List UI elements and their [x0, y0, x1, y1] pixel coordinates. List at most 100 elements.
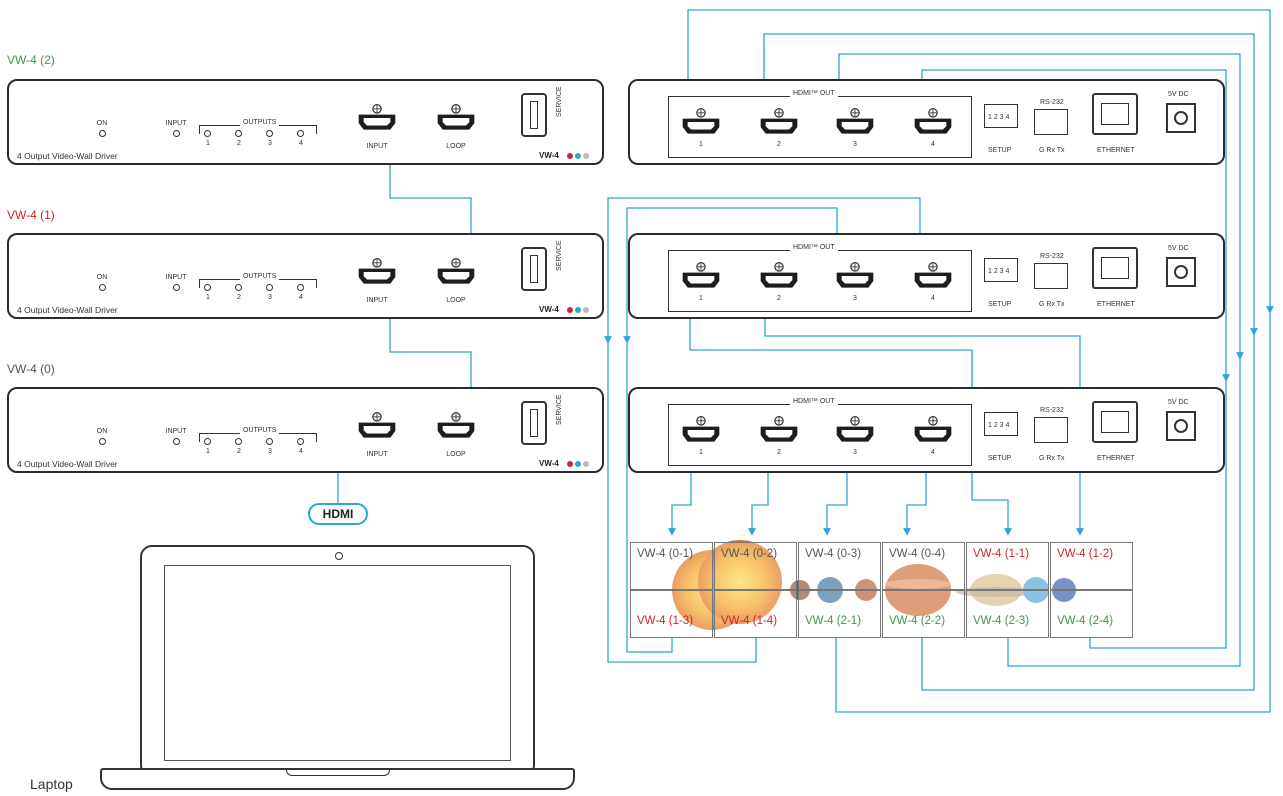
service-label: SERVICE: [556, 86, 563, 117]
setup-label: SETUP: [988, 147, 1012, 154]
dip-numbers: 1 2 3 4: [988, 422, 1010, 429]
hdmi-out-port-4[interactable]: [907, 415, 959, 445]
ethernet-port[interactable]: [1092, 247, 1138, 289]
service-usb-port[interactable]: [521, 93, 547, 137]
on-led: [99, 438, 106, 445]
brand-dot-gray: [583, 461, 589, 467]
output-led-1: [204, 284, 211, 291]
output-led-1: [204, 130, 211, 137]
output-num-1: 1: [206, 448, 210, 455]
hdmi-loop-port[interactable]: [430, 257, 482, 287]
setup-dip-switch[interactable]: 1 2 3 4: [984, 258, 1018, 282]
loop-port-label: LOOP: [446, 143, 466, 150]
setup-dip-switch[interactable]: 1 2 3 4: [984, 412, 1018, 436]
hdmi-loop-port[interactable]: [430, 103, 482, 133]
hdmi-out-port-2[interactable]: [753, 415, 805, 445]
hdmi-cable-badge: HDMI: [308, 503, 368, 525]
wall-tile: VW-4 (1-1): [966, 542, 1049, 590]
port-num-1: 1: [699, 141, 703, 148]
rs232-terminal[interactable]: [1034, 109, 1068, 135]
service-usb-port[interactable]: [521, 401, 547, 445]
wall-tile: VW-4 (0-3): [798, 542, 881, 590]
setup-label: SETUP: [988, 455, 1012, 462]
rs232-label: RS-232: [1040, 253, 1064, 260]
webcam-icon: [335, 552, 343, 560]
output-num-1: 1: [206, 294, 210, 301]
input-label: INPUT: [165, 274, 187, 281]
dc-power-jack[interactable]: [1166, 103, 1196, 133]
hdmi-out-port-2[interactable]: [753, 261, 805, 291]
port-num-1: 1: [699, 449, 703, 456]
front-panel-vw4-2: ON INPUT OUTPUTS 1 2 3 4 4 Output Video-…: [7, 79, 604, 165]
service-usb-port[interactable]: [521, 247, 547, 291]
hdmi-loop-port[interactable]: [430, 411, 482, 441]
port-num-2: 2: [777, 141, 781, 148]
brand-dot-gray: [583, 307, 589, 313]
port-num-2: 2: [777, 295, 781, 302]
input-led: [173, 438, 180, 445]
on-led: [99, 284, 106, 291]
ethernet-label: ETHERNET: [1097, 455, 1135, 462]
laptop-display: [164, 565, 511, 761]
setup-dip-switch[interactable]: 1 2 3 4: [984, 104, 1018, 128]
hdmi-out-port-1[interactable]: [675, 107, 727, 137]
hdmi-out-port-3[interactable]: [829, 261, 881, 291]
hdmi-out-port-1[interactable]: [675, 415, 727, 445]
input-label: INPUT: [165, 120, 187, 127]
brand-dot-blue: [575, 461, 581, 467]
hdmi-out-port-3[interactable]: [829, 107, 881, 137]
outputs-label: OUTPUTS: [240, 273, 280, 280]
hdmi-out-label: HDMI™ OUT: [790, 90, 838, 97]
hdmi-input-port[interactable]: [351, 257, 403, 287]
output-led-4: [297, 284, 304, 291]
port-num-4: 4: [931, 141, 935, 148]
wall-tile: VW-4 (2-3): [966, 590, 1049, 638]
dc-power-jack[interactable]: [1166, 411, 1196, 441]
hdmi-out-label: HDMI™ OUT: [790, 244, 838, 251]
hdmi-input-port[interactable]: [351, 411, 403, 441]
ethernet-port[interactable]: [1092, 93, 1138, 135]
hdmi-out-port-4[interactable]: [907, 107, 959, 137]
wall-return-cables: [607, 310, 1271, 713]
hdmi-input-port[interactable]: [351, 103, 403, 133]
port-num-3: 3: [853, 141, 857, 148]
rs232-terminal[interactable]: [1034, 263, 1068, 289]
brand-dot-red: [567, 461, 573, 467]
hdmi-out-port-3[interactable]: [829, 415, 881, 445]
setup-label: SETUP: [988, 301, 1012, 308]
output-led-2: [235, 438, 242, 445]
hdmi-out-port-4[interactable]: [907, 261, 959, 291]
outputs-label: OUTPUTS: [240, 427, 280, 434]
input-led: [173, 284, 180, 291]
output-num-2: 2: [237, 448, 241, 455]
ethernet-port[interactable]: [1092, 401, 1138, 443]
rear-panel-vw4-1: 1 2 3 4 HDMI™ OUT 1 2 3 4 SETUP RS-232 G…: [628, 233, 1225, 319]
laptop-screen: [140, 545, 535, 777]
service-label: SERVICE: [556, 394, 563, 425]
rs232-pins-label: G Rx Tx: [1039, 455, 1065, 462]
ethernet-label: ETHERNET: [1097, 147, 1135, 154]
on-label: ON: [96, 428, 108, 435]
output-led-1: [204, 438, 211, 445]
brand-label: VW-4: [539, 459, 559, 468]
hdmi-out-port-1[interactable]: [675, 261, 727, 291]
output-led-4: [297, 438, 304, 445]
on-label: ON: [96, 274, 108, 281]
dc-label: 5V DC: [1168, 91, 1189, 98]
brand-dot-red: [567, 307, 573, 313]
port-num-4: 4: [931, 449, 935, 456]
output-num-2: 2: [237, 140, 241, 147]
output-num-3: 3: [268, 294, 272, 301]
port-num-3: 3: [853, 295, 857, 302]
brand-dot-gray: [583, 153, 589, 159]
hdmi-out-port-2[interactable]: [753, 107, 805, 137]
dip-numbers: 1 2 3 4: [988, 114, 1010, 121]
hdmi-out-group: 1 2 3 4: [668, 404, 972, 466]
output-led-2: [235, 284, 242, 291]
dc-power-jack[interactable]: [1166, 257, 1196, 287]
wall-tile: VW-4 (0-2): [714, 542, 797, 590]
rs232-terminal[interactable]: [1034, 417, 1068, 443]
output-led-3: [266, 284, 273, 291]
output-led-4: [297, 130, 304, 137]
input-port-label: INPUT: [366, 297, 388, 304]
